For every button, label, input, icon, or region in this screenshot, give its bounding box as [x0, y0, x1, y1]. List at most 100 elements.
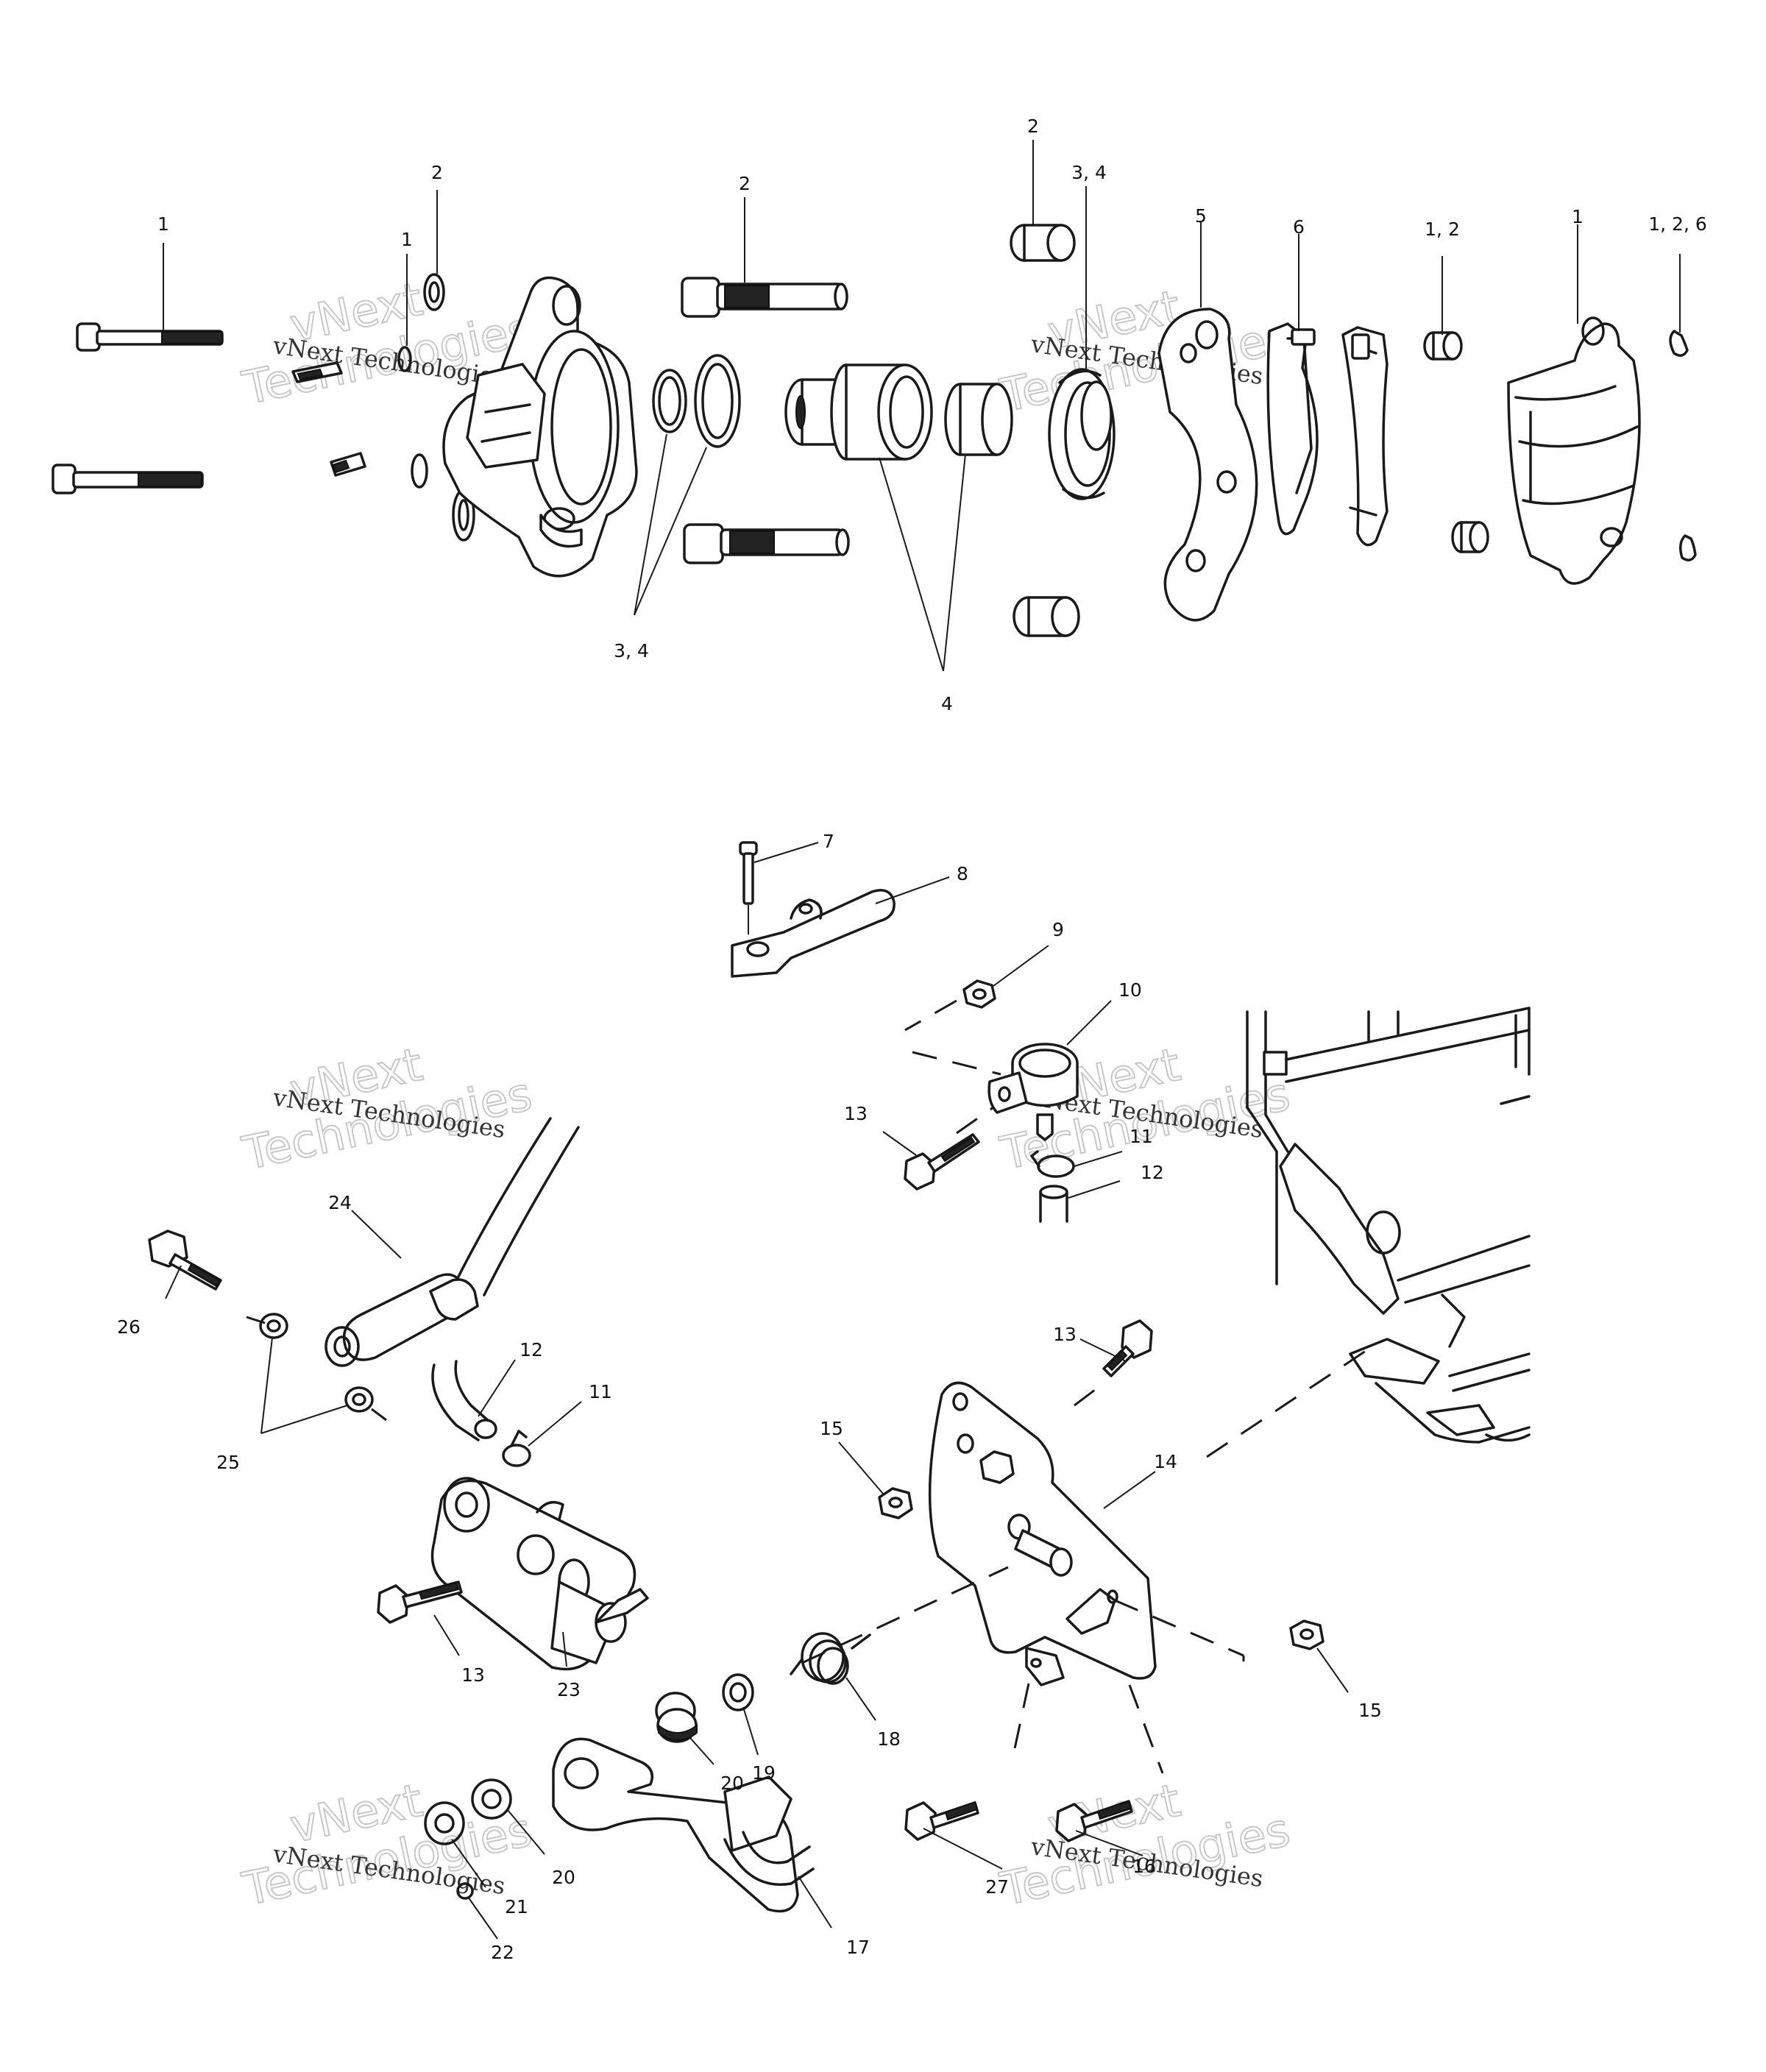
callout-hose-lower: 12 — [519, 1339, 543, 1360]
nut-15-right — [1289, 1619, 1324, 1650]
callout-washer-20a: 20 — [720, 1773, 744, 1794]
callout-pads: 6 — [1293, 216, 1305, 238]
spring-18 — [790, 1632, 871, 1685]
caliper-bolt-lower — [52, 464, 204, 494]
nut-9 — [962, 979, 996, 1009]
piston — [784, 363, 933, 461]
washer-20-lower — [471, 1778, 512, 1820]
mounting-plate-14 — [928, 1381, 1157, 1686]
washer-mid — [411, 453, 428, 489]
bottom-leaders — [165, 842, 1349, 1940]
clamp-8 — [731, 889, 896, 978]
reservoir-bolt-13 — [904, 1133, 980, 1191]
washer-19 — [722, 1673, 754, 1711]
slide-pin-upper — [681, 277, 848, 318]
callout-nut-9: 9 — [1052, 919, 1064, 940]
washer-21 — [424, 1801, 465, 1845]
master-cylinder-23 — [430, 1477, 649, 1671]
bleeder-valve-lower — [330, 452, 366, 477]
bushing-bottom — [1013, 596, 1080, 637]
callout-piston-boot: 3, 4 — [1071, 162, 1107, 183]
callout-reservoir-bolt: 13 — [844, 1103, 868, 1124]
bolt-16 — [1055, 1800, 1133, 1842]
washer-22 — [456, 1882, 474, 1900]
brake-pad-inner — [1266, 322, 1319, 536]
callout-bleeder: 1 — [401, 229, 413, 250]
callout-bushing: 19 — [752, 1762, 776, 1784]
banjo-bolt-26 — [148, 1230, 222, 1291]
piston-boot — [1048, 368, 1116, 500]
caliper-bracket — [1157, 308, 1258, 622]
callout-bushing-right: 1, 2 — [1425, 219, 1460, 240]
callout-washer: 2 — [431, 162, 443, 183]
hose-12-lower — [431, 1360, 497, 1441]
clip-lower — [1679, 534, 1697, 561]
callout-clip: 1, 2, 6 — [1648, 213, 1707, 235]
banjo-washer-upper — [259, 1313, 288, 1339]
callout-nut-right: 15 — [1358, 1700, 1382, 1721]
hose-12-top — [1039, 1185, 1068, 1223]
callout-bracket: 5 — [1195, 205, 1207, 227]
vehicle-frame — [1246, 1007, 1531, 1444]
brake-pedal-17 — [552, 1737, 815, 1913]
bolt-27 — [904, 1800, 979, 1841]
callout-brake-line: 24 — [328, 1192, 352, 1213]
slide-pin-lower — [683, 523, 850, 564]
bushing-top — [1010, 224, 1076, 262]
screw-7 — [739, 841, 758, 934]
callout-washer-20b: 20 — [552, 1867, 575, 1888]
callout-spring: 18 — [877, 1728, 901, 1750]
assembly-centerlines — [246, 999, 1373, 1774]
callout-slide-pin: 2 — [739, 173, 751, 194]
callout-mc-bolt: 13 — [461, 1664, 485, 1686]
caliper-body-right — [1507, 316, 1641, 585]
callout-banjo-washers: 25 — [216, 1452, 240, 1473]
callout-nut-left: 15 — [820, 1418, 843, 1439]
brake-line-24 — [325, 1117, 580, 1367]
callout-master-cylinder: 23 — [557, 1679, 581, 1700]
caliper-bolt-upper — [76, 322, 224, 352]
top-leaders — [163, 140, 1681, 672]
callout-bushing-top: 2 — [1027, 116, 1039, 137]
callout-caliper-bolt: 1 — [157, 213, 169, 235]
callout-washer-22: 22 — [491, 1942, 514, 1963]
bushing-right-lower — [1451, 521, 1489, 553]
master-cylinder-assembly — [148, 841, 1531, 1913]
callout-clamp: 8 — [957, 863, 968, 884]
callout-bolt-16: 16 — [1132, 1856, 1156, 1877]
callout-plate: 14 — [1154, 1451, 1177, 1472]
callout-piston-kit: 4 — [941, 693, 953, 714]
hose-clamp-11-lower — [502, 1430, 531, 1467]
bottom-callouts: 7 8 9 10 13 11 12 24 26 25 12 11 15 13 1… — [117, 831, 1382, 1963]
plate-bolt-13 — [1102, 1319, 1153, 1377]
mc-bolt-13 — [377, 1580, 463, 1624]
callout-washer-21: 21 — [505, 1896, 528, 1917]
callout-screw: 7 — [823, 831, 834, 852]
banjo-washer-lower — [344, 1386, 374, 1413]
seal-small — [652, 369, 687, 433]
bleeder-cap — [397, 346, 412, 372]
callout-seals: 3, 4 — [614, 640, 649, 661]
watermark-6: vNext Technologies — [995, 1773, 1295, 1917]
top-callouts: 1 2 1 2 2 3, 4 5 6 1, 2 1 1, 2, 6 3, 4 4 — [157, 116, 1707, 714]
brake-pad-outer — [1341, 326, 1389, 547]
bleeder-valve-upper — [291, 361, 343, 383]
piston-cup — [944, 383, 1013, 456]
caliper-body-left — [442, 276, 638, 578]
clip-upper — [1669, 330, 1689, 357]
nut-15-left — [878, 1487, 913, 1519]
washer-upper — [423, 273, 445, 311]
callout-hose-clamp-top: 11 — [1130, 1126, 1153, 1147]
callout-banjo-bolt: 26 — [117, 1316, 141, 1338]
caliper-assembly — [52, 224, 1697, 637]
callout-hose-clamp-lower: 11 — [589, 1381, 612, 1402]
callout-pedal: 17 — [846, 1937, 870, 1958]
callout-plate-bolt: 13 — [1053, 1324, 1077, 1345]
bushing-20 — [655, 1692, 698, 1743]
bushing-right-upper — [1423, 331, 1463, 361]
seal-large — [694, 354, 741, 448]
callout-hose-top: 12 — [1141, 1162, 1164, 1183]
reservoir-10 — [987, 1043, 1079, 1141]
callout-bolt-27: 27 — [985, 1876, 1009, 1898]
